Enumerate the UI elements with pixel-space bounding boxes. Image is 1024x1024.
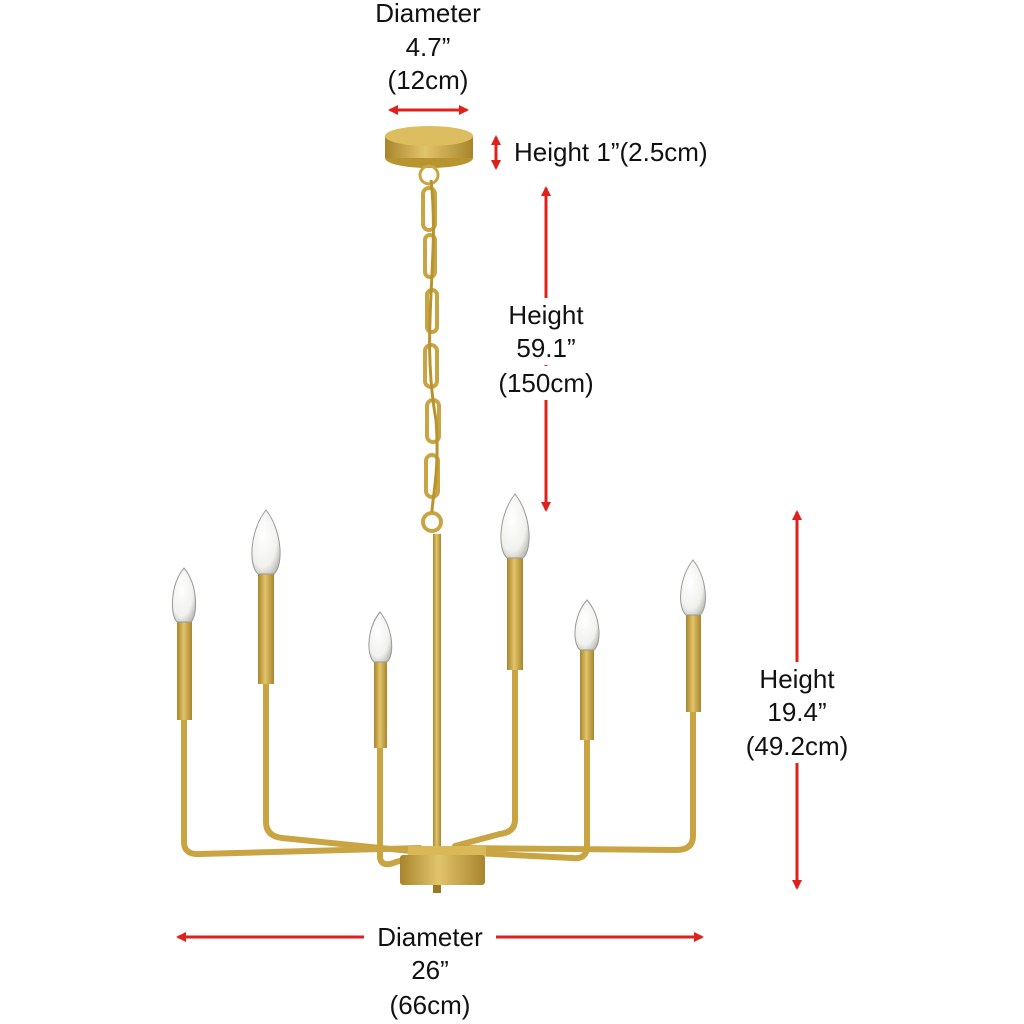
canopy-height-label: Height 1”(2.5cm) [514,135,708,169]
body-diameter-label: Diameter [364,920,496,954]
ceiling-canopy [385,126,473,186]
body-height-inches: 19.4” [732,695,862,729]
canopy-diameter-label: Diameter [358,0,498,30]
body-height-label: Height [732,662,862,696]
candle-3 [368,611,393,748]
chain-height-cm: (150cm) [486,366,606,400]
chain-height-inches: 59.1” [486,331,606,365]
candle-4 [500,493,530,670]
candle-1 [171,567,197,720]
chain-height-label: Height [486,298,606,332]
center-stem [433,534,441,854]
canopy-diameter-cm: (12cm) [358,63,498,97]
canopy-diameter-inches: 4.7” [358,30,498,64]
candle-2 [251,509,281,684]
candle-5 [574,599,600,740]
body-height-cm: (49.2cm) [732,729,862,763]
central-hub [400,846,486,893]
arms [181,667,696,868]
body-diameter-cm: (66cm) [364,988,496,1022]
chain [421,179,443,533]
candles [171,493,706,748]
body-diameter-inches: 26” [364,953,496,987]
candle-6 [680,559,706,712]
